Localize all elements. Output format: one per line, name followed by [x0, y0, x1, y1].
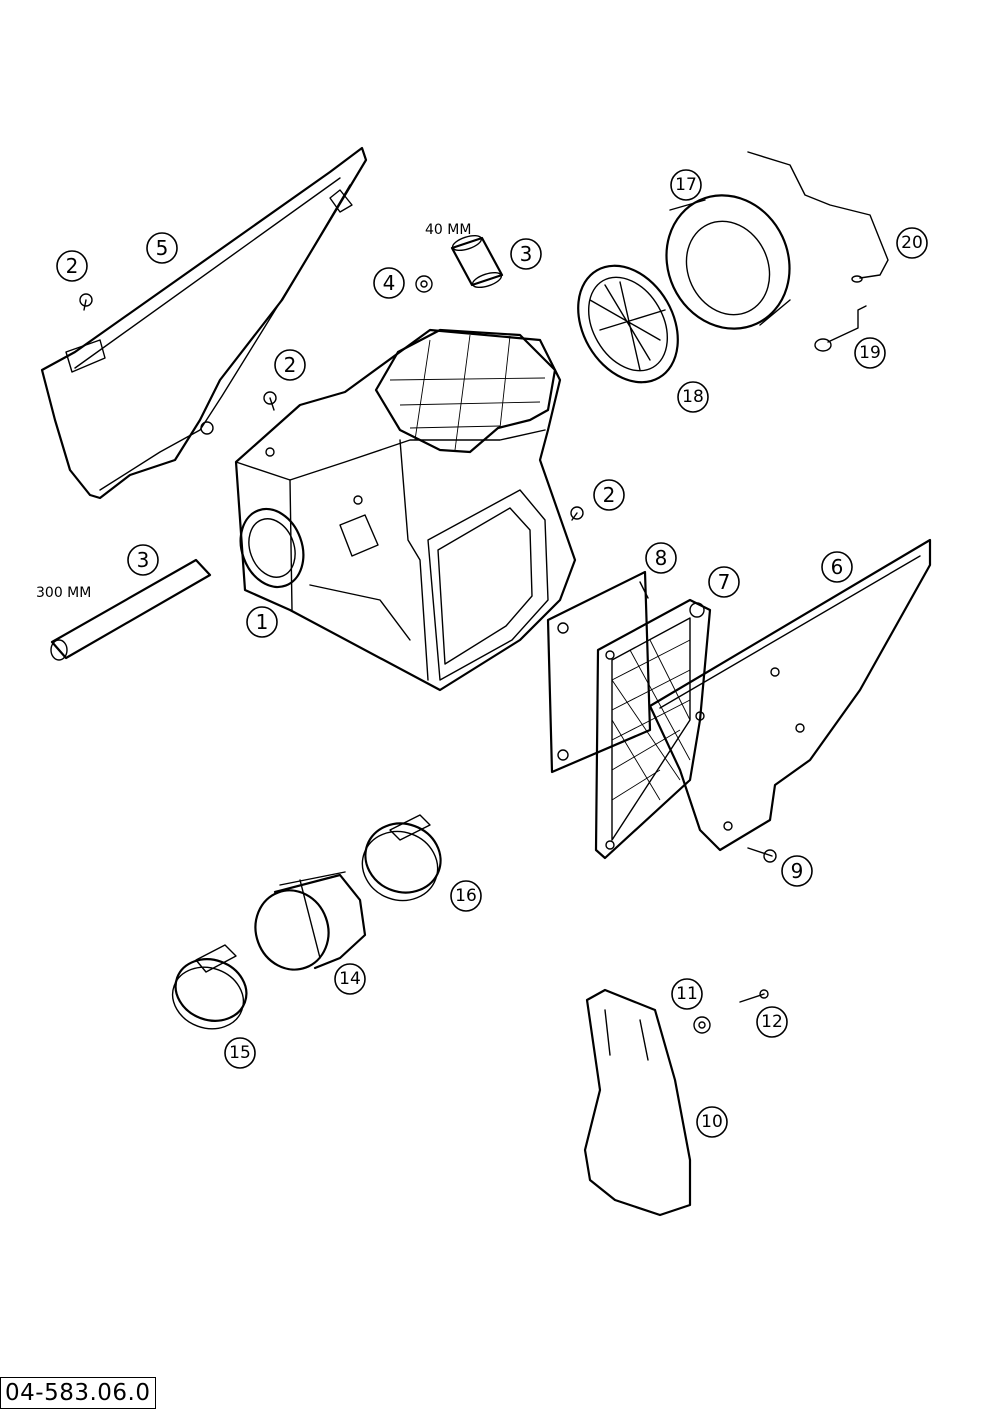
callout-12: 12 — [756, 1006, 788, 1038]
callout-1: 1 — [246, 606, 278, 638]
part-17-air-filter — [665, 194, 791, 330]
callout-number: 19 — [859, 343, 881, 363]
part-3-long-hose — [50, 558, 212, 661]
callout-number: 14 — [339, 969, 361, 989]
callout-number: 16 — [455, 886, 477, 906]
callout-circle — [645, 542, 677, 574]
callout-3: 3 — [127, 544, 159, 576]
callout-5: 5 — [146, 232, 178, 264]
part-14-intake-boot — [254, 871, 367, 971]
callout-number: 2 — [284, 353, 297, 377]
part-10-mudflap — [583, 988, 692, 1217]
callout-number: 18 — [682, 387, 704, 407]
callout-19: 19 — [854, 337, 886, 369]
part-2-screw-c — [570, 506, 584, 521]
callout-number: 17 — [675, 175, 697, 195]
callout-10: 10 — [696, 1106, 728, 1138]
callout-number: 9 — [791, 859, 804, 883]
callout-circle — [670, 169, 702, 201]
callout-circle — [781, 855, 813, 887]
part-4-nut — [415, 275, 433, 293]
callout-number: 3 — [520, 242, 533, 266]
part-2-screw-b — [263, 391, 277, 411]
part-5-left-side-cover — [40, 146, 368, 500]
long-hose-dimension: 300 MM — [36, 585, 91, 601]
callout-circle — [246, 606, 278, 638]
callout-number: 2 — [66, 254, 79, 278]
part-20-wire-bracket — [747, 151, 889, 283]
part-7-filter-frame — [594, 598, 712, 860]
callout-circle — [373, 267, 405, 299]
callout-circle — [696, 1106, 728, 1138]
callout-number: 8 — [655, 546, 668, 570]
callout-number: 11 — [676, 984, 698, 1004]
callout-number: 2 — [603, 483, 616, 507]
part-12-screw — [739, 989, 769, 1003]
callout-14: 14 — [334, 963, 366, 995]
part-11-washer — [693, 1016, 711, 1034]
callout-8: 8 — [645, 542, 677, 574]
callout-number: 6 — [831, 555, 844, 579]
callout-9: 9 — [781, 855, 813, 887]
callout-3: 3 — [510, 238, 542, 270]
callout-2: 2 — [56, 250, 88, 282]
document-number: 04-583.06.0 — [0, 1377, 156, 1409]
part-2-screw-a — [79, 293, 93, 311]
callout-circle — [334, 963, 366, 995]
part-6-right-side-cover — [648, 538, 932, 852]
callout-number: 20 — [901, 233, 923, 253]
callout-11: 11 — [671, 978, 703, 1010]
callout-circle — [274, 349, 306, 381]
callout-17: 17 — [670, 169, 702, 201]
airbox-foam-top — [374, 328, 557, 454]
callout-20: 20 — [896, 227, 928, 259]
callout-6: 6 — [821, 551, 853, 583]
part-8-gasket — [546, 570, 652, 774]
callout-circle — [896, 227, 928, 259]
part-15-hose-clamp — [171, 944, 248, 1030]
callout-number: 3 — [137, 548, 150, 572]
callout-number: 7 — [718, 570, 731, 594]
callout-circle — [146, 232, 178, 264]
part-18-filter-cage — [577, 264, 679, 384]
callout-circle — [127, 544, 159, 576]
callout-circle — [450, 880, 482, 912]
callout-number: 15 — [229, 1043, 251, 1063]
part-1-airbox — [234, 328, 577, 692]
callout-2: 2 — [274, 349, 306, 381]
callout-number: 4 — [383, 271, 396, 295]
callout-circle — [671, 978, 703, 1010]
callout-7: 7 — [708, 566, 740, 598]
callout-15: 15 — [224, 1037, 256, 1069]
callout-4: 4 — [373, 267, 405, 299]
callout-number: 5 — [156, 236, 169, 260]
callout-circle — [821, 551, 853, 583]
callout-2: 2 — [593, 479, 625, 511]
part-3-short-hose — [450, 234, 504, 289]
callout-number: 10 — [701, 1112, 723, 1132]
callout-circle — [756, 1006, 788, 1038]
part-19-clip — [814, 305, 867, 352]
callout-18: 18 — [677, 381, 709, 413]
callout-number: 1 — [256, 610, 269, 634]
callout-circle — [510, 238, 542, 270]
callout-circle — [854, 337, 886, 369]
callout-number: 12 — [761, 1012, 783, 1032]
callout-circle — [677, 381, 709, 413]
callout-16: 16 — [450, 880, 482, 912]
short-hose-dimension: 40 MM — [425, 222, 471, 238]
callout-circle — [224, 1037, 256, 1069]
part-16-hose-clamp — [361, 814, 442, 902]
callout-circle — [593, 479, 625, 511]
part-9-screw — [747, 847, 777, 863]
callout-circle — [708, 566, 740, 598]
callout-circle — [56, 250, 88, 282]
